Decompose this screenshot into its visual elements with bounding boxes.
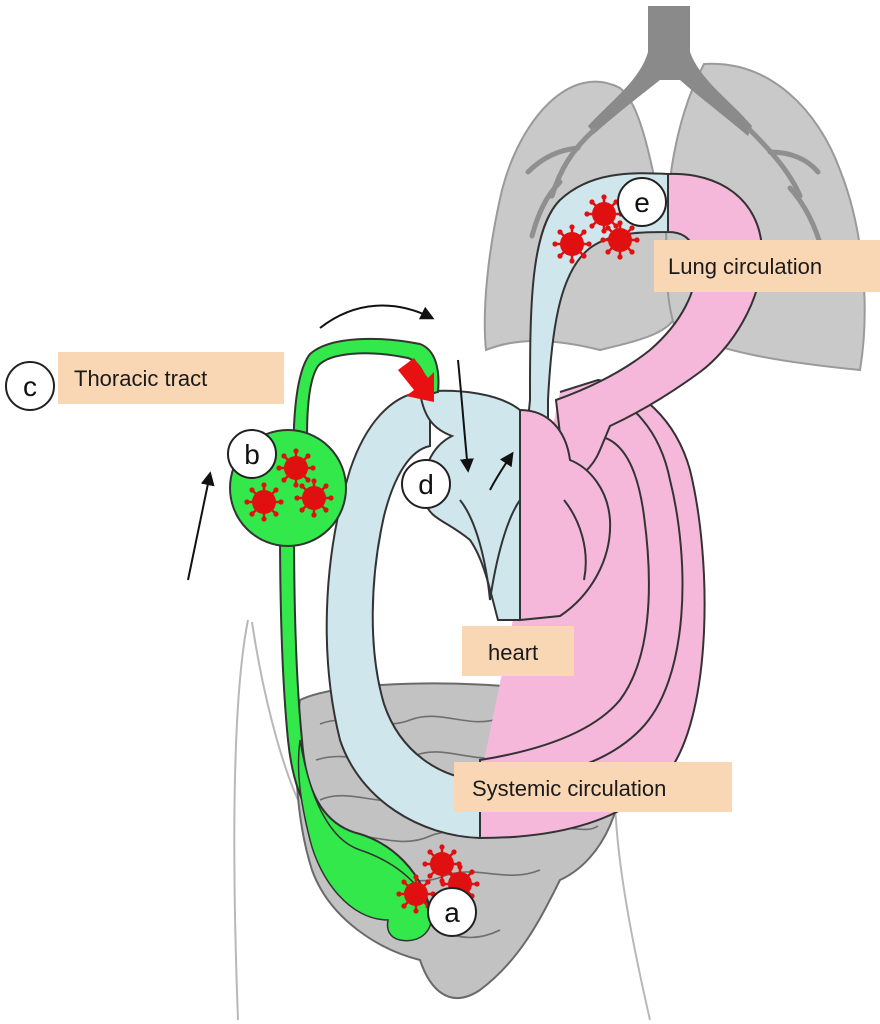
heart-septum (459, 499, 521, 601)
label-text: heart (488, 640, 538, 665)
arrow-out-of-heart (489, 451, 514, 491)
virus-icon (243, 481, 285, 523)
label-lung-circulation: Lung circulation (654, 240, 880, 292)
marker-d: d (401, 459, 451, 509)
marker-a: a (427, 887, 477, 937)
marker-letter: b (244, 439, 260, 470)
heart-left-side-pink (519, 408, 612, 622)
red-entry-arrow (398, 358, 434, 402)
systemic-circulation-loop (325, 378, 706, 840)
label-text: Systemic circulation (472, 776, 666, 801)
virus-icon (275, 447, 317, 489)
arrow-up-left (187, 471, 215, 581)
virus-icon (599, 219, 641, 261)
label-thoracic-tract: Thoracic tract (58, 352, 284, 404)
thoracic-duct (278, 337, 440, 942)
label-text: Thoracic tract (74, 366, 207, 391)
arrow-into-heart (457, 359, 474, 473)
marker-c: c (5, 361, 55, 411)
marker-b: b (227, 429, 277, 479)
heart-valve (563, 499, 587, 581)
intestinal-lymph-vessels (297, 739, 433, 942)
marker-letter: e (634, 187, 650, 218)
heart (418, 389, 612, 622)
label-systemic-circulation: Systemic circulation (454, 762, 732, 812)
marker-letter: c (23, 371, 37, 402)
virus-icon (551, 223, 593, 265)
label-text: Lung circulation (668, 254, 822, 279)
marker-letter: d (418, 469, 434, 500)
arrow-over-duct (319, 304, 435, 329)
marker-e: e (617, 177, 667, 227)
bronchi-branches (525, 127, 825, 253)
virus-icon (293, 477, 335, 519)
heart-right-side-blue (418, 389, 521, 621)
flow-arrows (187, 304, 514, 581)
trachea-bronchi (588, 6, 752, 136)
label-heart: heart (462, 626, 574, 676)
marker-letter: a (444, 897, 460, 928)
